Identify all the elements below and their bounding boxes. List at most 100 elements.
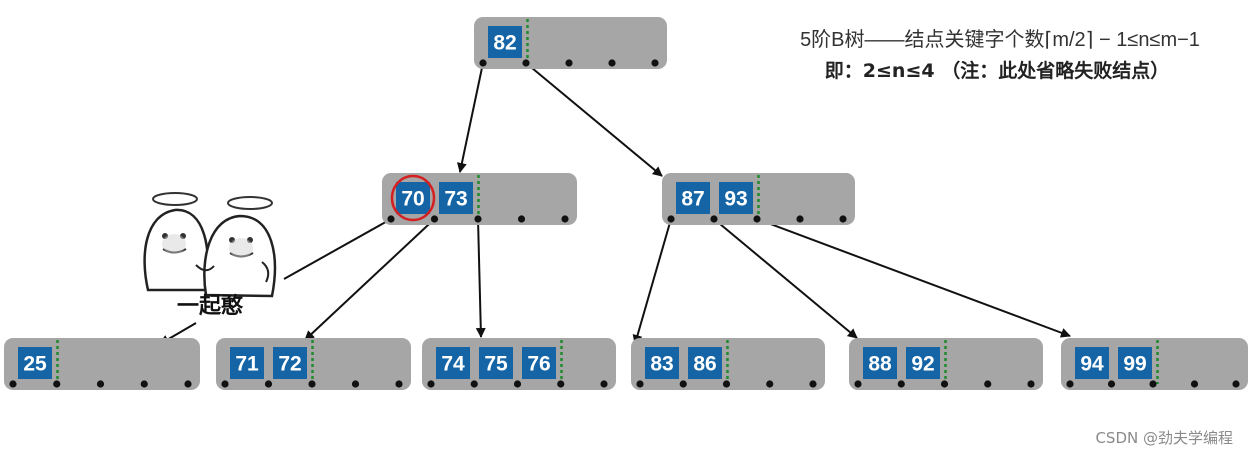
key-box — [688, 347, 722, 379]
key-box — [230, 347, 264, 379]
pointer-dot — [796, 215, 804, 223]
edge-arrow — [475, 218, 486, 338]
pointer-dot — [557, 380, 565, 388]
key-cell: 74 — [436, 347, 470, 379]
diagram-title: 5阶B树——结点关键字个数⌈m/2⌉ − 1≤n≤m−1 — [800, 28, 1200, 51]
meme-image: 一起憨 — [143, 192, 277, 319]
key-box — [1075, 347, 1109, 379]
pointer-dot — [1190, 380, 1199, 388]
pointer-dot — [600, 380, 608, 388]
key-box — [863, 347, 897, 379]
key-box — [1118, 347, 1152, 379]
node-background — [4, 338, 200, 390]
key-label: 71 — [235, 353, 259, 376]
highlight-circle — [390, 174, 436, 222]
key-label: 72 — [278, 353, 301, 376]
pointer-dot — [667, 215, 675, 223]
node-group: 82 70 73 87 93 25 71 72 74 75 76 83 86 88 92 94 99 — [4, 17, 1248, 390]
pointer-dot — [513, 380, 522, 388]
pointer-dot — [53, 380, 61, 388]
watermark: CSDN @劲夫学编程 — [1095, 429, 1233, 447]
btree-node: 87 93 — [662, 173, 855, 225]
btree-node: 82 — [474, 17, 667, 69]
key-cell: 73 — [439, 182, 473, 214]
key-box — [439, 182, 473, 214]
key-cell: 75 — [479, 347, 513, 379]
pointer-dot — [809, 380, 817, 388]
pointer-dot — [940, 380, 949, 388]
pointer-dot — [96, 380, 105, 388]
edge-group — [159, 62, 1071, 345]
pointer-dot — [839, 215, 847, 223]
btree-node: 74 75 76 — [422, 338, 616, 390]
key-box — [273, 347, 307, 379]
key-cell: 93 — [719, 182, 753, 214]
key-label: 25 — [23, 353, 47, 376]
diagram-subtitle: 即：2≤n≤4 （注：此处省略失败结点） — [825, 59, 1169, 82]
edge-arrow — [756, 218, 1071, 338]
key-label: 82 — [493, 32, 516, 55]
pointer-dot — [517, 215, 526, 223]
key-cell: 83 — [645, 347, 679, 379]
key-box — [436, 347, 470, 379]
key-box — [906, 347, 940, 379]
two-cartoon-angels-icon — [143, 192, 277, 298]
pointer-dot — [395, 380, 403, 388]
key-cell: 82 — [488, 26, 522, 58]
pointer-dot — [470, 380, 478, 388]
key-label: 92 — [911, 353, 934, 376]
pointer-dot — [264, 380, 273, 388]
key-label: 70 — [401, 188, 424, 211]
key-cell: 76 — [522, 347, 556, 379]
btree-node: 71 72 — [216, 338, 411, 390]
edge-arrow — [304, 218, 436, 341]
pointer-dot — [474, 215, 482, 223]
key-label: 93 — [724, 188, 747, 211]
key-label: 74 — [441, 353, 465, 376]
key-label: 99 — [1123, 353, 1146, 376]
key-cell: 94 — [1075, 347, 1109, 379]
pointer-dot — [351, 380, 360, 388]
key-box — [522, 347, 556, 379]
key-box — [479, 347, 513, 379]
btree-node: 83 86 — [631, 338, 825, 390]
btree-node: 88 92 — [849, 338, 1043, 390]
key-box — [719, 182, 753, 214]
btree-node: 94 99 — [1061, 338, 1248, 390]
pointer-dot — [479, 59, 487, 67]
key-cell: 88 — [863, 347, 897, 379]
pointer-dot — [1027, 380, 1035, 388]
pointer-dot — [565, 59, 573, 67]
key-cell: 71 — [230, 347, 264, 379]
pointer-dot — [608, 59, 616, 67]
pointer-dot — [561, 215, 569, 223]
pointer-dot — [636, 380, 644, 388]
pointer-dot — [1232, 380, 1240, 388]
pointer-dot — [184, 380, 192, 388]
key-cell: 99 — [1118, 347, 1152, 379]
meme-caption: 一起憨 — [177, 294, 244, 319]
key-cell: 87 — [676, 182, 710, 214]
pointer-dot — [140, 380, 148, 388]
btree-node: 70 73 — [382, 173, 577, 225]
key-cell: 86 — [688, 347, 722, 379]
edge-segment — [283, 218, 392, 280]
node-background — [474, 17, 667, 69]
pointer-dot — [1149, 380, 1157, 388]
key-label: 94 — [1080, 353, 1104, 376]
key-cell: 92 — [906, 347, 940, 379]
pointer-dot — [679, 380, 687, 388]
pointer-dot — [753, 215, 761, 223]
edge-arrow — [525, 62, 663, 177]
key-label: 73 — [444, 188, 467, 211]
pointer-dot — [1066, 380, 1074, 388]
pointer-dot — [221, 380, 229, 388]
pointer-dot — [897, 380, 905, 388]
key-label: 76 — [527, 353, 550, 376]
key-box — [18, 347, 52, 379]
pointer-dot — [651, 59, 659, 67]
key-label: 88 — [868, 353, 892, 376]
btree-node: 25 — [4, 338, 200, 390]
key-box — [396, 182, 430, 214]
